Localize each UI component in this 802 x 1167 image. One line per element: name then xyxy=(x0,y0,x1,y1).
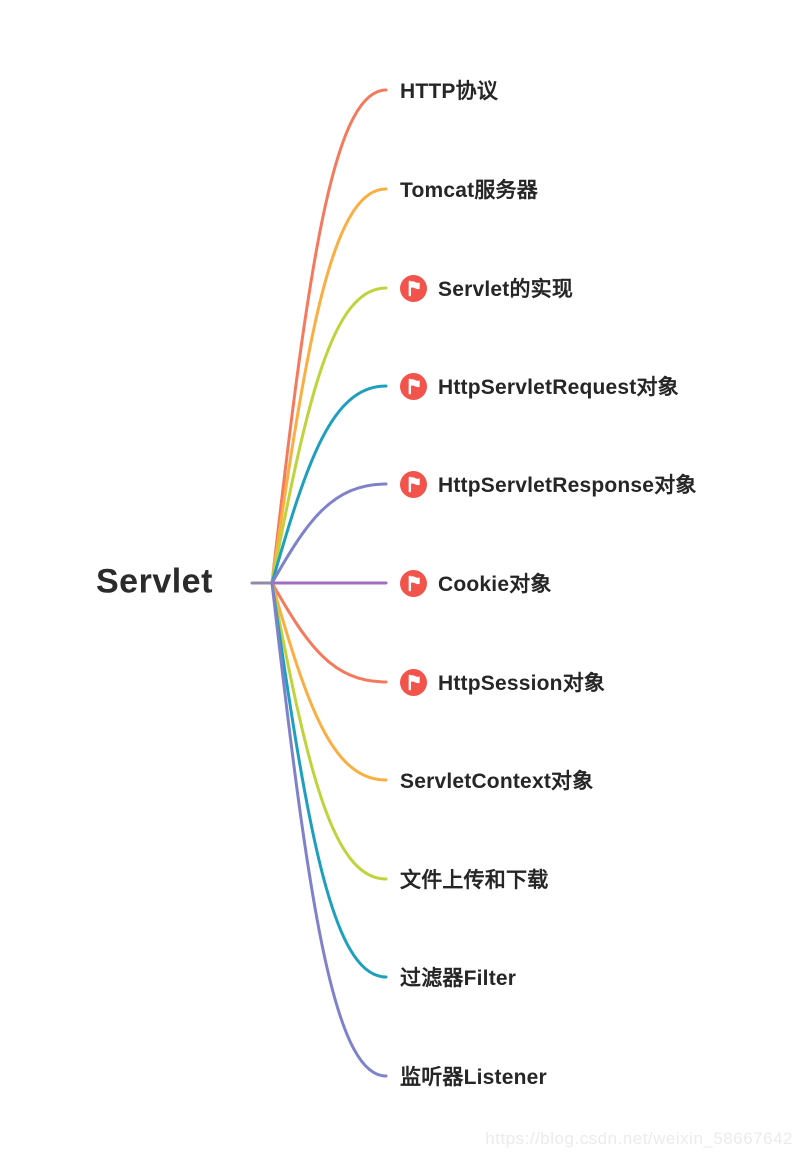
branch-node[interactable]: Cookie对象 xyxy=(400,568,552,598)
branch-connector xyxy=(270,581,388,1078)
flag-icon xyxy=(400,470,427,498)
branch-label: Tomcat服务器 xyxy=(400,179,538,202)
branch-node[interactable]: 文件上传和下载 xyxy=(400,864,548,894)
branch-node[interactable]: Tomcat服务器 xyxy=(400,174,538,204)
branch-label: 监听器Listener xyxy=(400,1066,547,1089)
branch-label: 过滤器Filter xyxy=(400,967,517,990)
flag-icon xyxy=(400,274,427,302)
root-label: Servlet xyxy=(96,562,213,601)
branch-label: ServletContext对象 xyxy=(400,770,594,793)
branch-node[interactable]: HTTP协议 xyxy=(400,75,498,105)
branch-connector xyxy=(270,286,388,585)
branch-connector xyxy=(270,384,388,585)
flag-icon xyxy=(400,569,427,597)
branch-node[interactable]: Servlet的实现 xyxy=(400,273,573,303)
branch-node[interactable]: HttpSession对象 xyxy=(400,667,605,697)
branch-connector xyxy=(270,187,388,585)
branch-label: HTTP协议 xyxy=(400,80,499,103)
branch-label: HttpServletResponse对象 xyxy=(438,474,697,497)
flag-icon xyxy=(400,668,427,696)
branch-label: Servlet的实现 xyxy=(438,278,574,301)
branch-node[interactable]: HttpServletRequest对象 xyxy=(400,371,679,401)
branch-label: HttpServletRequest对象 xyxy=(438,376,679,399)
watermark-url: https://blog.csdn.net/weixin_58667642 xyxy=(485,1129,793,1148)
branch-node[interactable]: 过滤器Filter xyxy=(400,962,516,992)
branch-connector xyxy=(270,581,388,881)
branch-label: 文件上传和下载 xyxy=(400,869,549,892)
branch-node[interactable]: HttpServletResponse对象 xyxy=(400,469,697,499)
branch-connector xyxy=(270,581,388,782)
branch-connector xyxy=(270,88,388,585)
branch-connector xyxy=(270,581,388,979)
branch-connector xyxy=(270,482,388,585)
branch-node[interactable]: 监听器Listener xyxy=(400,1061,547,1091)
branch-connector xyxy=(270,581,388,684)
flag-icon xyxy=(400,372,427,400)
branch-label: Cookie对象 xyxy=(438,573,552,596)
root-node-servlet[interactable]: Servlet xyxy=(96,563,213,602)
branch-label: HttpSession对象 xyxy=(438,672,606,695)
branch-node[interactable]: ServletContext对象 xyxy=(400,765,593,795)
